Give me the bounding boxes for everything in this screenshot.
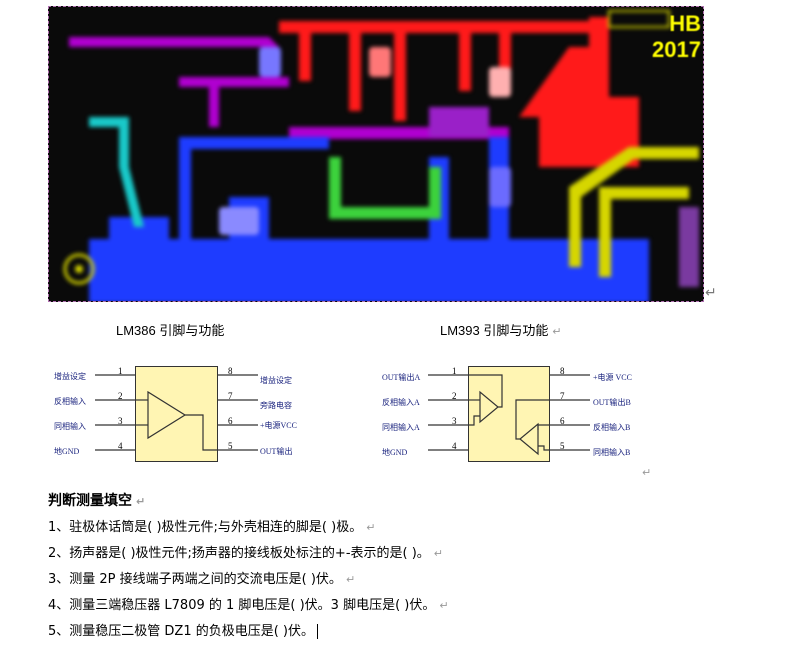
paragraph-mark: ↵	[642, 466, 652, 479]
pcb-corner-line2: 2017	[652, 37, 701, 62]
question-2-text: 2、扬声器是( )极性元件;扬声器的接线板处标注的+-表示的是( )。	[48, 546, 430, 561]
lm386-pin3-label: 同相输入	[54, 422, 86, 431]
lm386-pin2-label: 反相输入	[54, 397, 86, 406]
lm393-pin8-number: 8	[560, 366, 565, 376]
lm393-pin1-number: 1	[452, 366, 457, 376]
lm393-pin8-label: +电源 VCC	[593, 373, 632, 382]
pcb-layout-image: HB 2017	[48, 6, 704, 302]
lm393-symbol	[468, 374, 550, 456]
questions-heading-text: 判断测量填空	[48, 493, 132, 509]
lm393-pin5-number: 5	[560, 441, 565, 451]
lm386-pin1-label: 增益设定	[54, 372, 86, 381]
lm393-pin1-label: OUT输出A	[382, 373, 421, 382]
text-cursor	[317, 624, 318, 639]
paragraph-mark: ↵	[136, 495, 146, 508]
question-1-text: 1、驻极体话筒是( )极性元件;与外壳相连的脚是( )极。	[48, 520, 363, 535]
question-5-text: 5、测量稳压二极管 DZ1 的负极电压是( )伏。	[48, 624, 314, 639]
lm393-chip-body	[468, 366, 550, 462]
question-1: 1、驻极体话筒是( )极性元件;与外壳相连的脚是( )极。↵	[48, 516, 375, 535]
lm386-pin6-number: 6	[228, 416, 233, 426]
lm386-chip-body	[135, 366, 218, 462]
pcb-traces	[63, 10, 699, 301]
question-2: 2、扬声器是( )极性元件;扬声器的接线板处标注的+-表示的是( )。↵	[48, 542, 443, 561]
lm393-pin4-number: 4	[452, 441, 457, 451]
paragraph-mark: ↵	[366, 521, 376, 534]
lm393-title-text: LM393 引脚与功能	[440, 323, 549, 338]
lm386-pin4-number: 4	[118, 441, 123, 451]
question-4: 4、测量三端稳压器 L7809 的 1 脚电压是( )伏。3 脚电压是( )伏。…	[48, 594, 449, 613]
paragraph-mark: ↵	[433, 547, 444, 560]
question-3: 3、测量 2P 接线端子两端之间的交流电压是( )伏。↵	[48, 568, 355, 587]
lm386-symbol	[135, 390, 218, 451]
lm386-pin8-number: 8	[228, 366, 233, 376]
lm386-pin1-number: 1	[118, 366, 123, 376]
lm386-pin4-label: 地GND	[54, 447, 80, 456]
lm393-pin2-number: 2	[452, 391, 457, 401]
lm386-pin8-label: 增益设定	[260, 376, 292, 385]
lm386-pin7-label: 旁路电容	[260, 401, 292, 410]
lm393-pin4-label: 地GND	[382, 448, 408, 457]
questions-heading: 判断测量填空 ↵	[48, 490, 145, 510]
lm393-pin7-label: OUT输出B	[593, 398, 631, 407]
paragraph-mark: ↵	[345, 573, 356, 586]
lm393-pin2-label: 反相输入A	[382, 398, 420, 407]
lm386-pin5-label: OUT输出	[260, 447, 293, 456]
question-3-text: 3、测量 2P 接线端子两端之间的交流电压是( )伏。	[48, 572, 342, 587]
pcb-corner-label: HB 2017	[645, 11, 701, 63]
paragraph-mark: ↵	[439, 599, 449, 612]
lm393-pin3-label: 同相输入A	[382, 423, 420, 432]
lm386-pin7-number: 7	[228, 391, 233, 401]
lm386-pin5-number: 5	[228, 441, 233, 451]
paragraph-mark: ↵	[552, 326, 562, 338]
lm393-pin6-label: 反相输入B	[593, 423, 631, 432]
lm393-title: LM393 引脚与功能↵	[440, 320, 562, 339]
question-5[interactable]: 5、测量稳压二极管 DZ1 的负极电压是( )伏。	[48, 620, 318, 639]
lm393-pin6-number: 6	[560, 416, 565, 426]
lm386-pin3-number: 3	[118, 416, 123, 426]
lm393-pin-lines	[428, 374, 590, 451]
paragraph-mark: ↵	[705, 285, 717, 301]
lm386-pin2-number: 2	[118, 391, 123, 401]
lm393-pin3-number: 3	[452, 416, 457, 426]
lm386-pin6-label: +电源VCC	[260, 421, 297, 430]
lm393-pin5-label: 同相输入B	[593, 448, 631, 457]
lm386-title: LM386 引脚与功能	[116, 323, 225, 338]
lm393-pin7-number: 7	[560, 391, 565, 401]
question-4-text: 4、测量三端稳压器 L7809 的 1 脚电压是( )伏。3 脚电压是( )伏。	[48, 598, 436, 613]
pcb-corner-line1: HB	[669, 11, 701, 36]
